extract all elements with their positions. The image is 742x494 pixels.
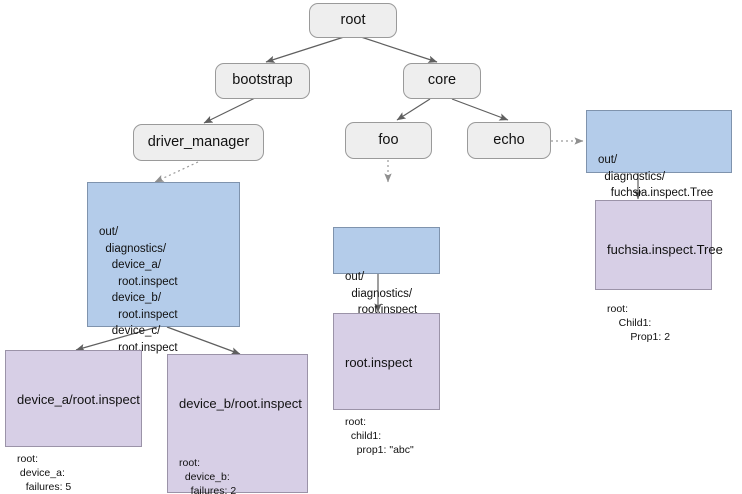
edge-root-bootstrap	[265, 36, 345, 63]
file-echo-tree-body: root: Child1: Prop1: 2	[607, 303, 671, 343]
file-device-a-title: device_a/root.inspect	[17, 392, 140, 407]
file-device-a-inspect: device_a/root.inspect root: device_a: fa…	[5, 350, 142, 493]
edge-core-foo	[396, 98, 431, 121]
edge-drivermanager-out	[154, 161, 199, 183]
out-dir-echo: out/ diagnostics/ fuchsia.inspect.Tree	[586, 110, 732, 199]
node-core[interactable]: core	[403, 63, 481, 99]
node-driver-manager-label: driver_manager	[147, 133, 250, 150]
node-bootstrap-label: bootstrap	[232, 72, 293, 89]
out-dir-foo: out/ diagnostics/ root.inspect	[333, 227, 440, 316]
node-driver-manager[interactable]: driver_manager	[133, 124, 264, 161]
node-root-label: root	[340, 11, 366, 28]
file-foo-inspect: root.inspect root: child1: prop1: "abc"	[333, 313, 440, 456]
file-echo-tree: fuchsia.inspect.Tree root: Child1: Prop1…	[595, 200, 723, 343]
node-echo-label: echo	[493, 131, 525, 148]
out-dir-echo-tree: out/ diagnostics/ fuchsia.inspect.Tree	[598, 154, 714, 199]
file-device-b-body: root: device_b: failures: 2 c1: c2: ... …	[179, 457, 237, 494]
node-foo[interactable]: foo	[345, 122, 432, 159]
file-device-a-body: root: device_a: failures: 5	[17, 453, 72, 493]
node-echo[interactable]: echo	[467, 122, 551, 159]
out-dir-driver-manager-tree: out/ diagnostics/ device_a/ root.inspect…	[99, 226, 178, 354]
file-echo-tree-title: fuchsia.inspect.Tree	[607, 242, 723, 257]
node-root[interactable]: root	[309, 3, 397, 38]
edge-core-echo	[451, 98, 509, 121]
node-bootstrap[interactable]: bootstrap	[215, 63, 310, 99]
edge-bootstrap-drivermanager	[203, 97, 256, 124]
node-core-label: core	[427, 72, 457, 89]
file-device-b-title: device_b/root.inspect	[179, 396, 302, 411]
node-foo-label: foo	[378, 131, 399, 148]
out-dir-foo-tree: out/ diagnostics/ root.inspect	[345, 271, 418, 316]
file-device-b-inspect: device_b/root.inspect root: device_b: fa…	[167, 354, 308, 494]
file-foo-inspect-body: root: child1: prop1: "abc"	[345, 416, 414, 456]
file-foo-inspect-title: root.inspect	[345, 355, 413, 370]
out-dir-driver-manager: out/ diagnostics/ device_a/ root.inspect…	[87, 182, 240, 354]
edge-root-core	[360, 36, 438, 63]
